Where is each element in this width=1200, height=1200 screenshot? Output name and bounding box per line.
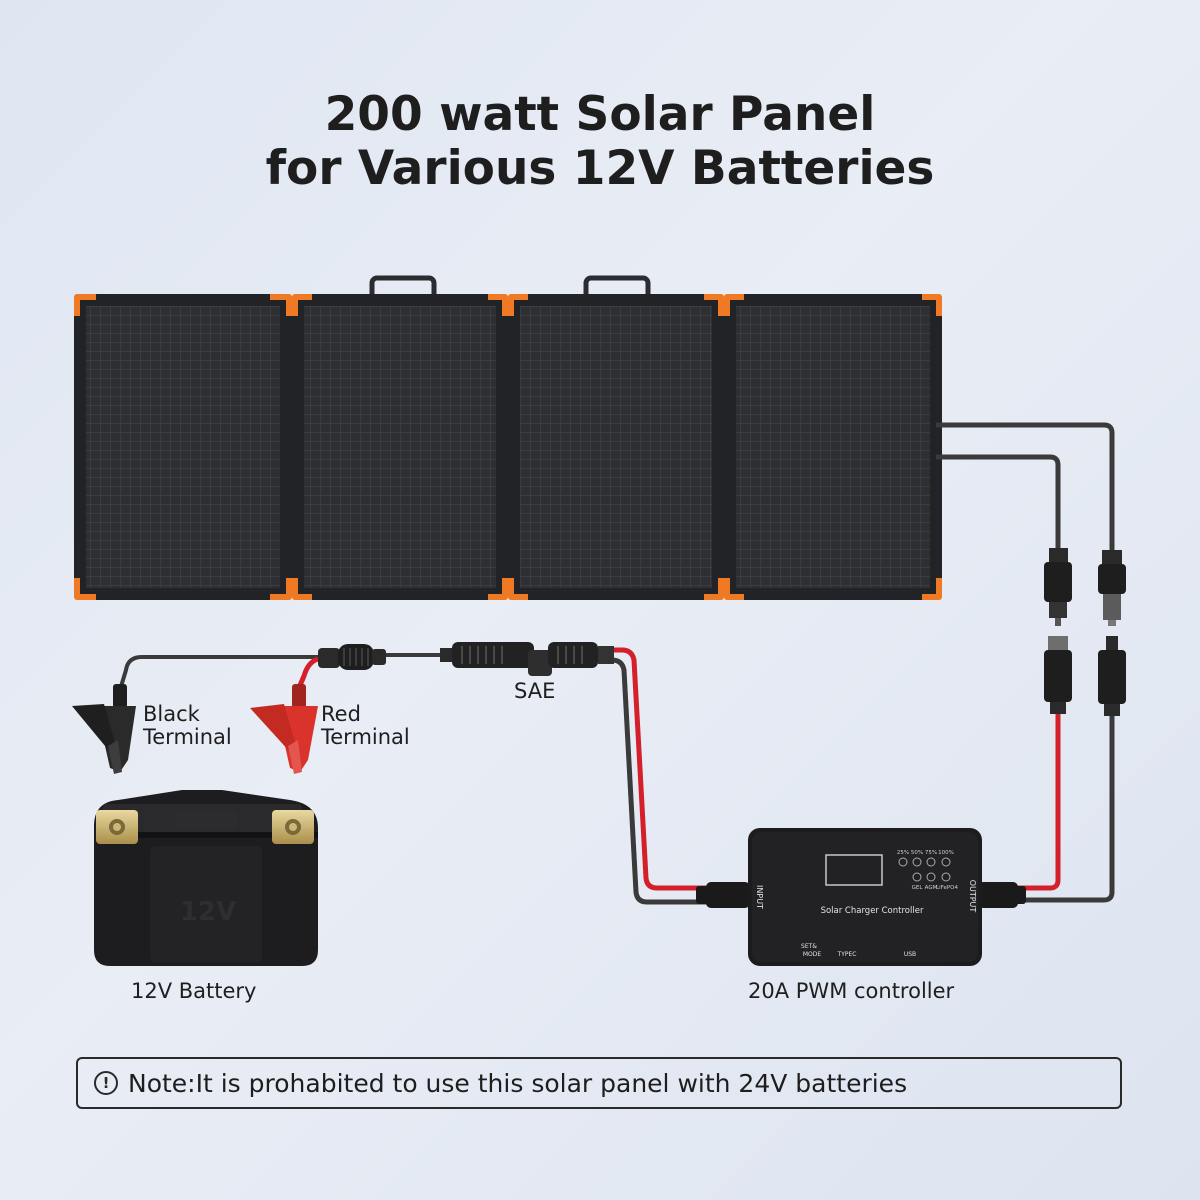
output-cable-black	[1010, 716, 1115, 903]
svg-text:GEL: GEL	[912, 885, 924, 891]
panel-cables	[936, 422, 1115, 550]
red-clamp	[250, 684, 318, 774]
sae-connector	[440, 642, 614, 676]
controller-typec-label: TYPEC	[837, 951, 857, 958]
clamp-cable-black	[118, 653, 440, 691]
svg-text:LiFePO4: LiFePO4	[936, 885, 958, 891]
battery-terminal-negative	[96, 810, 138, 844]
red-terminal-label-line-1: Red	[321, 702, 361, 726]
controller-output-label: OUTPUT	[968, 880, 977, 913]
mc4-connector-lower-right	[1098, 636, 1126, 716]
black-clamp	[72, 684, 136, 774]
panel-cable-inner	[936, 454, 1061, 548]
output-cable-red	[1010, 714, 1061, 891]
controller-label: 20A PWM controller	[748, 979, 955, 1003]
panel-section-3	[508, 294, 724, 600]
charge-controller: 25% 50% 75% 100% GEL AGM LiFePO4 Solar C…	[696, 828, 1026, 966]
svg-text:75%: 75%	[925, 850, 937, 856]
warning-note-text: Note:It is prohabited to use this solar …	[128, 1068, 908, 1098]
controller-name: Solar Charger Controller	[821, 906, 924, 916]
input-cable-black	[600, 657, 710, 905]
warning-note: ! Note:It is prohabited to use this sola…	[76, 1057, 1122, 1109]
page-title-line-2: for Various 12V Batteries	[265, 141, 935, 196]
controller-input-strain-relief	[696, 882, 750, 908]
mc4-connector-upper-right	[1098, 550, 1126, 626]
mc4-connector-lower-left	[1044, 636, 1072, 714]
svg-text:25%: 25%	[897, 850, 909, 856]
panel-section-4	[724, 294, 942, 600]
red-terminal-label-line-2: Terminal	[321, 725, 410, 749]
battery-label: 12V Battery	[131, 979, 257, 1003]
panel-section-1	[74, 294, 292, 600]
solar-panel	[74, 275, 942, 600]
input-cable-red	[610, 647, 710, 891]
controller-input-label: INPUT	[755, 885, 764, 909]
svg-text:50%: 50%	[911, 850, 923, 856]
battery-terminal-positive	[272, 810, 314, 844]
svg-text:100%: 100%	[938, 850, 954, 856]
black-terminal-label-line-2: Terminal	[143, 725, 232, 749]
controller-output-strain-relief	[978, 882, 1026, 908]
battery-marking: 12V	[180, 897, 236, 927]
panel-cable-outer	[936, 422, 1115, 550]
controller-set-mode-label-1: SET&	[801, 943, 817, 950]
mc4-connector-upper-left	[1044, 548, 1072, 626]
controller-set-mode-label-2: MODE	[803, 951, 822, 958]
controller-usb-label: USB	[904, 951, 916, 958]
page-title-line-1: 200 watt Solar Panel	[324, 87, 876, 142]
controller-display	[825, 854, 883, 886]
clamp-cable-red	[295, 656, 319, 691]
sae-label: SAE	[514, 679, 556, 703]
svg-text:AGM: AGM	[925, 885, 938, 891]
controller-led-row-levels: 25% 50% 75% 100%	[897, 850, 954, 867]
controller-led-row-modes: GEL AGM LiFePO4	[912, 872, 958, 891]
panel-section-2	[292, 294, 508, 600]
battery: 12V	[94, 790, 318, 966]
exclamation-circle-icon: !	[94, 1071, 118, 1095]
inline-fuse-holder	[318, 644, 386, 670]
black-terminal-label-line-1: Black	[143, 702, 200, 726]
